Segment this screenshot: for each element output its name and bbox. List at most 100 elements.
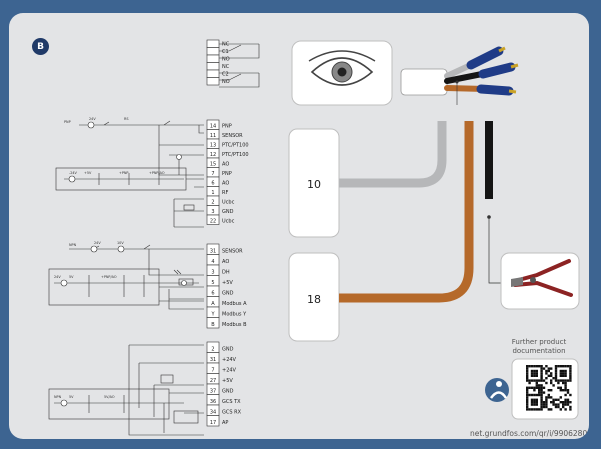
svg-text:NPN: NPN <box>54 395 62 399</box>
qr-module <box>542 403 546 406</box>
qr-module <box>526 377 529 380</box>
qr-module <box>533 372 536 375</box>
qr-module <box>535 401 538 404</box>
terminal-number: 13 <box>210 143 216 149</box>
terminal-number: 2 <box>211 200 214 206</box>
terminal-label: GND <box>222 209 234 215</box>
qr-module <box>526 365 529 368</box>
qr-module <box>547 374 550 377</box>
terminal-label: PNP <box>222 124 232 130</box>
qr-module <box>526 401 529 404</box>
svg-text:10V: 10V <box>117 241 124 245</box>
qr-module <box>547 367 550 370</box>
qr-module <box>557 379 560 382</box>
qr-module <box>545 396 548 399</box>
qr-module <box>569 379 572 382</box>
qr-module <box>564 372 567 375</box>
qr-module <box>533 393 536 397</box>
qr-module <box>535 408 538 411</box>
brown-wire-strip: 18 <box>288 121 474 342</box>
qr-module <box>557 365 560 368</box>
terminal-label: AO <box>222 181 229 187</box>
qr-module <box>533 389 536 392</box>
circuit-circles <box>60 121 187 407</box>
qr-module <box>545 405 548 409</box>
qr-module <box>559 379 562 382</box>
terminal-label: SENSOR <box>222 133 243 139</box>
terminal-number: 14 <box>210 124 216 130</box>
qr-module <box>559 386 562 389</box>
terminal-label: C1 <box>222 49 229 55</box>
qr-module <box>562 381 565 385</box>
qr-module <box>533 365 536 368</box>
qr-module <box>530 374 534 377</box>
qr-module <box>545 372 548 375</box>
terminal-label: AP <box>222 420 228 426</box>
qr-module <box>540 377 543 380</box>
qr-module <box>538 389 541 392</box>
terminal-number: 3 <box>211 209 214 215</box>
qr-module <box>547 369 550 373</box>
qr-module <box>564 379 567 382</box>
qr-module <box>530 372 534 375</box>
qr-module <box>540 386 543 389</box>
qr-module <box>533 408 536 411</box>
terminal-label: RF <box>222 190 228 196</box>
qr-module <box>552 398 555 401</box>
qr-module <box>559 372 562 375</box>
qr-module <box>562 401 565 404</box>
qr-module <box>566 379 570 382</box>
terminal-label: NC <box>222 64 230 70</box>
qr-module <box>550 408 553 411</box>
qr-module <box>550 381 553 385</box>
qr-module <box>566 365 570 368</box>
qr-module <box>545 369 548 373</box>
terminal-number: A <box>211 301 215 307</box>
qr-module <box>535 381 538 385</box>
svg-text:24V: 24V <box>54 275 61 279</box>
terminal-number: 11 <box>210 133 216 139</box>
qr-module <box>540 369 543 373</box>
terminal-number: 4 <box>211 259 214 265</box>
terminal-number: 5 <box>211 280 214 286</box>
qr-module <box>540 365 543 368</box>
qr-module <box>538 391 541 394</box>
terminal-number: 31 <box>210 249 216 255</box>
qr-module <box>562 372 565 375</box>
qr-module <box>545 398 548 401</box>
qr-module <box>542 391 546 394</box>
qr-module <box>559 374 562 377</box>
qr-module <box>557 386 560 389</box>
qr-module <box>533 401 536 404</box>
svg-text:18: 18 <box>307 293 321 306</box>
qr-module <box>545 377 548 380</box>
qr-module <box>540 379 543 382</box>
qr-module <box>545 381 548 385</box>
qr-module <box>526 398 529 401</box>
terminal-box <box>206 69 220 78</box>
svg-text:-24V: -24V <box>69 171 78 175</box>
terminal-number: 6 <box>211 291 214 297</box>
terminal-number: 36 <box>210 399 216 405</box>
terminal-label: +24V <box>222 368 237 374</box>
qr-module <box>540 396 543 399</box>
schematic-lines <box>48 43 260 436</box>
terminal-label: AO <box>222 162 229 168</box>
qr-module <box>547 393 550 397</box>
qr-module <box>535 384 538 387</box>
terminal-number: Y <box>210 312 215 318</box>
qr-module <box>554 377 558 380</box>
qr-module <box>526 391 529 394</box>
qr-module <box>550 374 553 377</box>
terminal-label: +5V <box>222 280 233 286</box>
terminal-number: 31 <box>210 357 216 363</box>
qr-module <box>564 403 567 406</box>
qr-module <box>564 369 567 373</box>
qr-module <box>535 365 538 368</box>
terminal-number: 1 <box>211 190 214 196</box>
svg-text:+PNP/AO: +PNP/AO <box>149 171 165 175</box>
terminal-label: +24V <box>222 357 237 363</box>
qr-module <box>569 377 572 380</box>
qr-module <box>526 369 529 373</box>
